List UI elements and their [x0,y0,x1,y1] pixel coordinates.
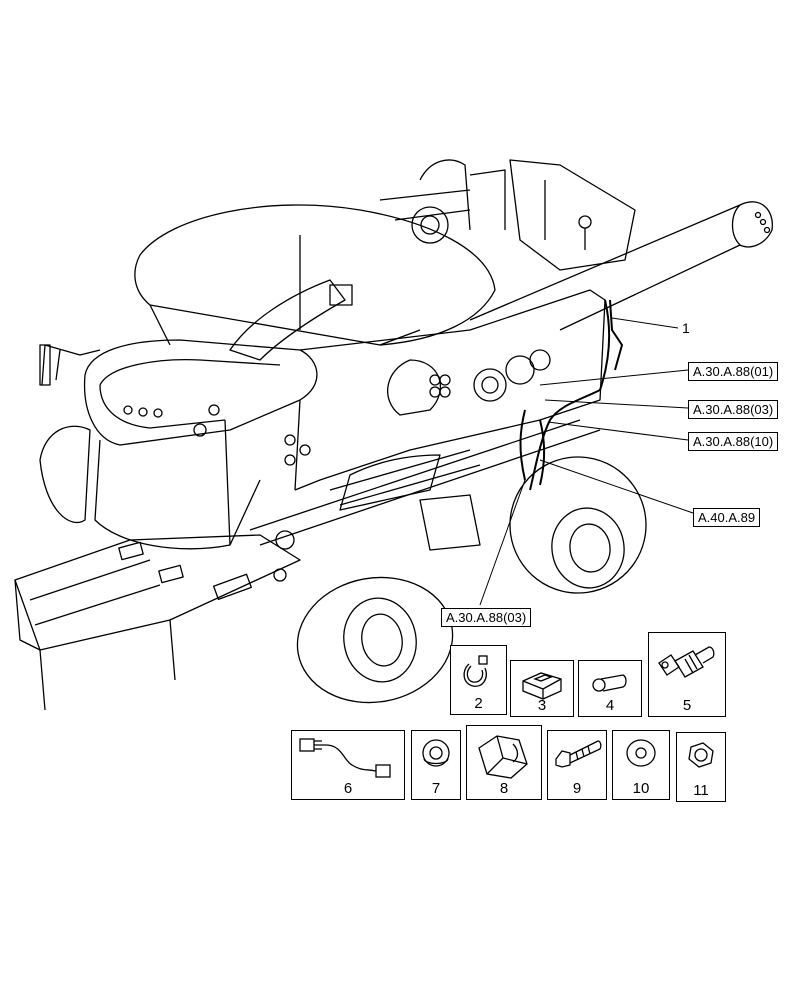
part-number: 7 [431,780,441,797]
part-number: 8 [499,780,509,797]
part-4-pin[interactable]: 4 [578,660,642,717]
part-11-nut[interactable]: 11 [676,732,726,802]
part-9-bolt[interactable]: 9 [547,730,607,800]
sensor-harness-icon [299,738,391,778]
part-6-sensor-harness[interactable]: 6 [291,730,405,800]
part-10-washer[interactable]: 10 [612,730,670,800]
part-number: 4 [605,697,615,714]
rubber-mount-icon [478,735,528,779]
washer-icon [626,739,656,767]
part-5-sensor-connector[interactable]: 5 [648,632,726,717]
sensor-connector-icon [658,646,715,678]
reference-label-4[interactable]: A.40.A.89 [693,508,761,527]
part-2-cable-tie[interactable]: 2 [450,645,507,715]
cable-tie-icon [463,655,488,687]
part-number: 11 [693,782,709,799]
reference-label-2[interactable]: A.30.A.88(03) [688,400,779,419]
part-number: 10 [632,780,650,797]
clip-block-icon [522,672,562,700]
reference-label-3[interactable]: A.30.A.88(10) [688,432,779,451]
part-3-clip-block[interactable]: 3 [510,660,574,717]
part-number: 3 [537,697,547,714]
callout-1: 1 [682,320,690,336]
bolt-icon [555,740,602,768]
pin-icon [592,674,627,692]
part-8-rubber-mount[interactable]: 8 [466,725,542,800]
reference-label-5[interactable]: A.30.A.88(03) [441,608,532,627]
part-number: 5 [682,697,692,714]
reference-label-1[interactable]: A.30.A.88(01) [688,362,779,381]
part-number: 2 [474,695,483,712]
part-number: 6 [343,780,353,797]
grommet-icon [422,739,450,767]
nut-icon [688,742,714,768]
part-number: 9 [572,780,582,797]
part-7-grommet[interactable]: 7 [411,730,461,800]
